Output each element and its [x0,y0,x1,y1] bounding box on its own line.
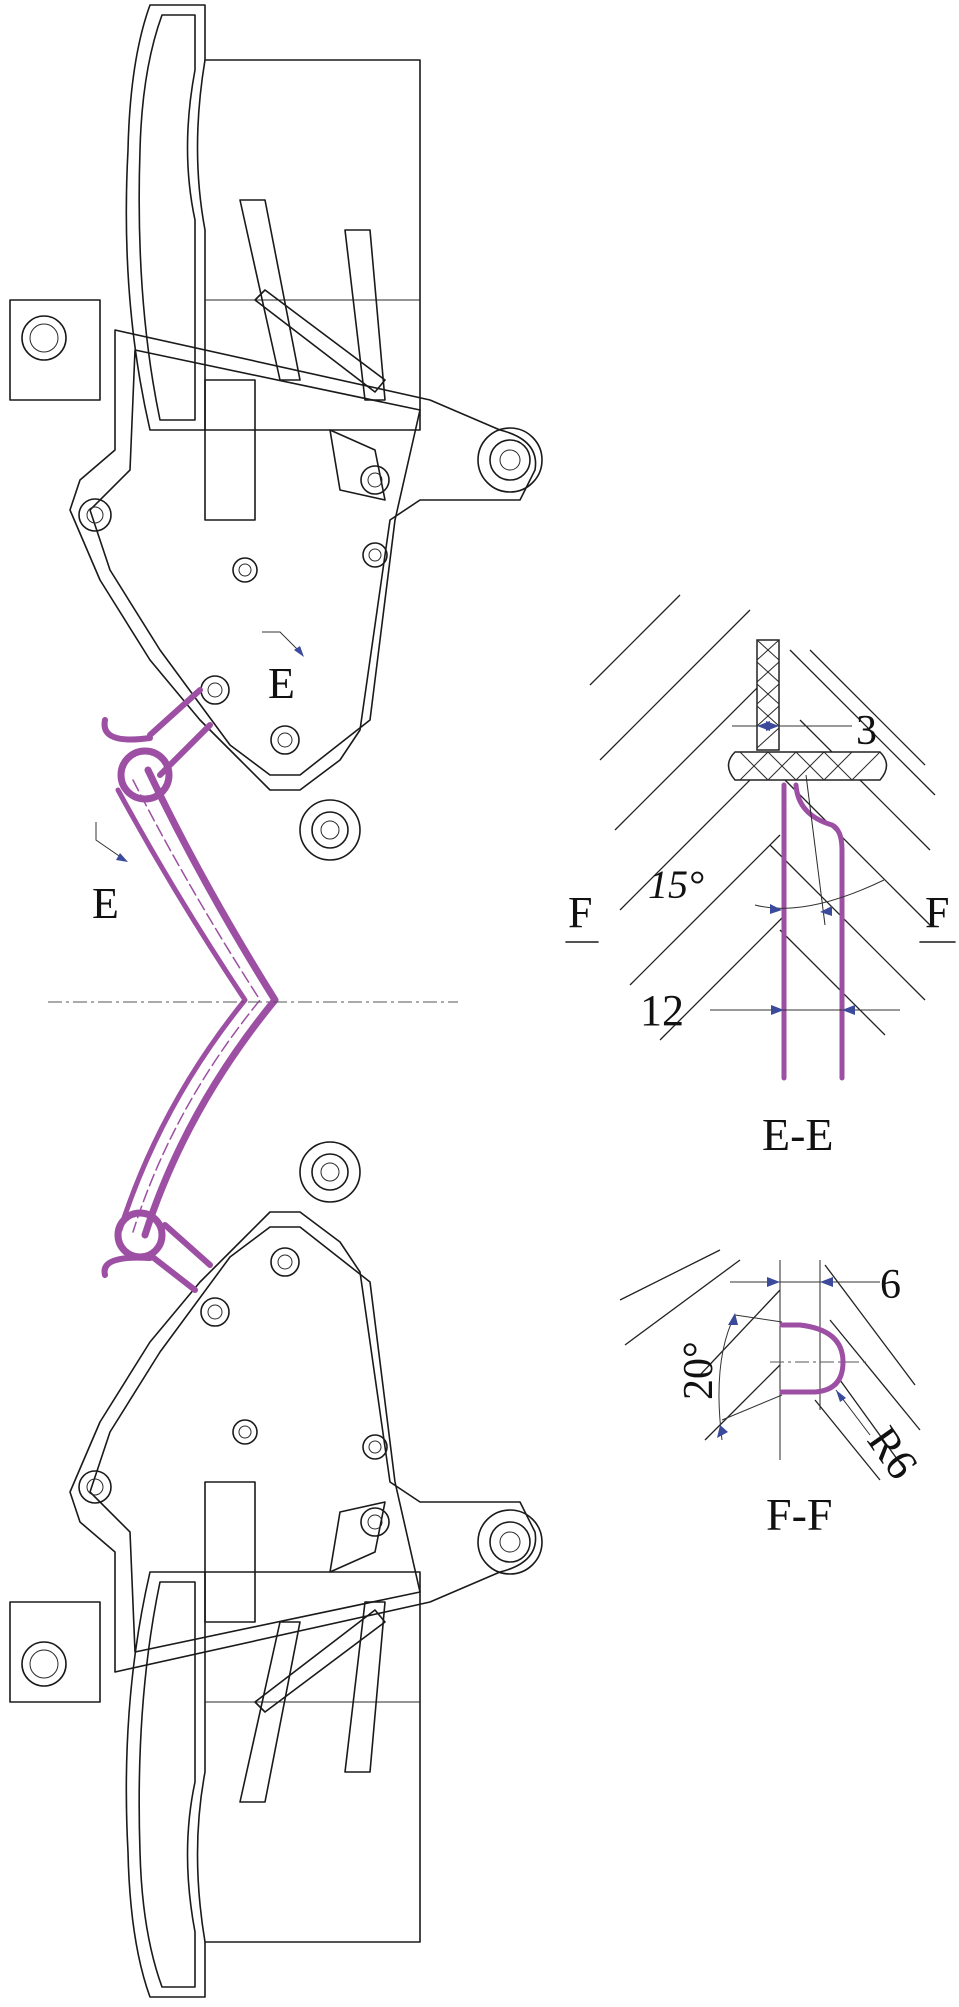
section-ff: 6 20° R6 F-F [619,1249,928,1540]
lower-part-outline [9,1141,543,1998]
ee-angle-dim: 15° [648,862,704,907]
ff-width-dim: 6 [880,1262,901,1308]
ff-angle-dim: 20° [676,1341,722,1400]
cut-mark-right: F [925,888,949,937]
section-ee-title: E-E [762,1109,834,1160]
upper-runner-joint [117,747,173,803]
ee-wall-thickness-dim: 3 [856,708,877,754]
upper-part-outline [9,4,543,861]
cut-mark-left: F [568,888,592,937]
section-ff-title: F-F [766,1489,832,1540]
main-runner [141,766,279,1239]
runner-system [101,687,279,1293]
upper-sub-runner [147,687,213,778]
ff-gate-profile [779,1322,846,1395]
ff-radius-dim: R6 [858,1418,928,1488]
section-mark-lower-label: E [92,879,119,928]
section-mark-lower: E [92,822,128,928]
lower-runner-joint [114,1209,166,1261]
section-mark-upper-label: E [268,659,295,708]
ee-width-dim: 12 [640,986,684,1035]
lower-sub-runner [147,1222,213,1293]
section-ee: 3 15° 12 F F E-E [565,594,956,1160]
section-mark-upper: E [262,631,304,708]
